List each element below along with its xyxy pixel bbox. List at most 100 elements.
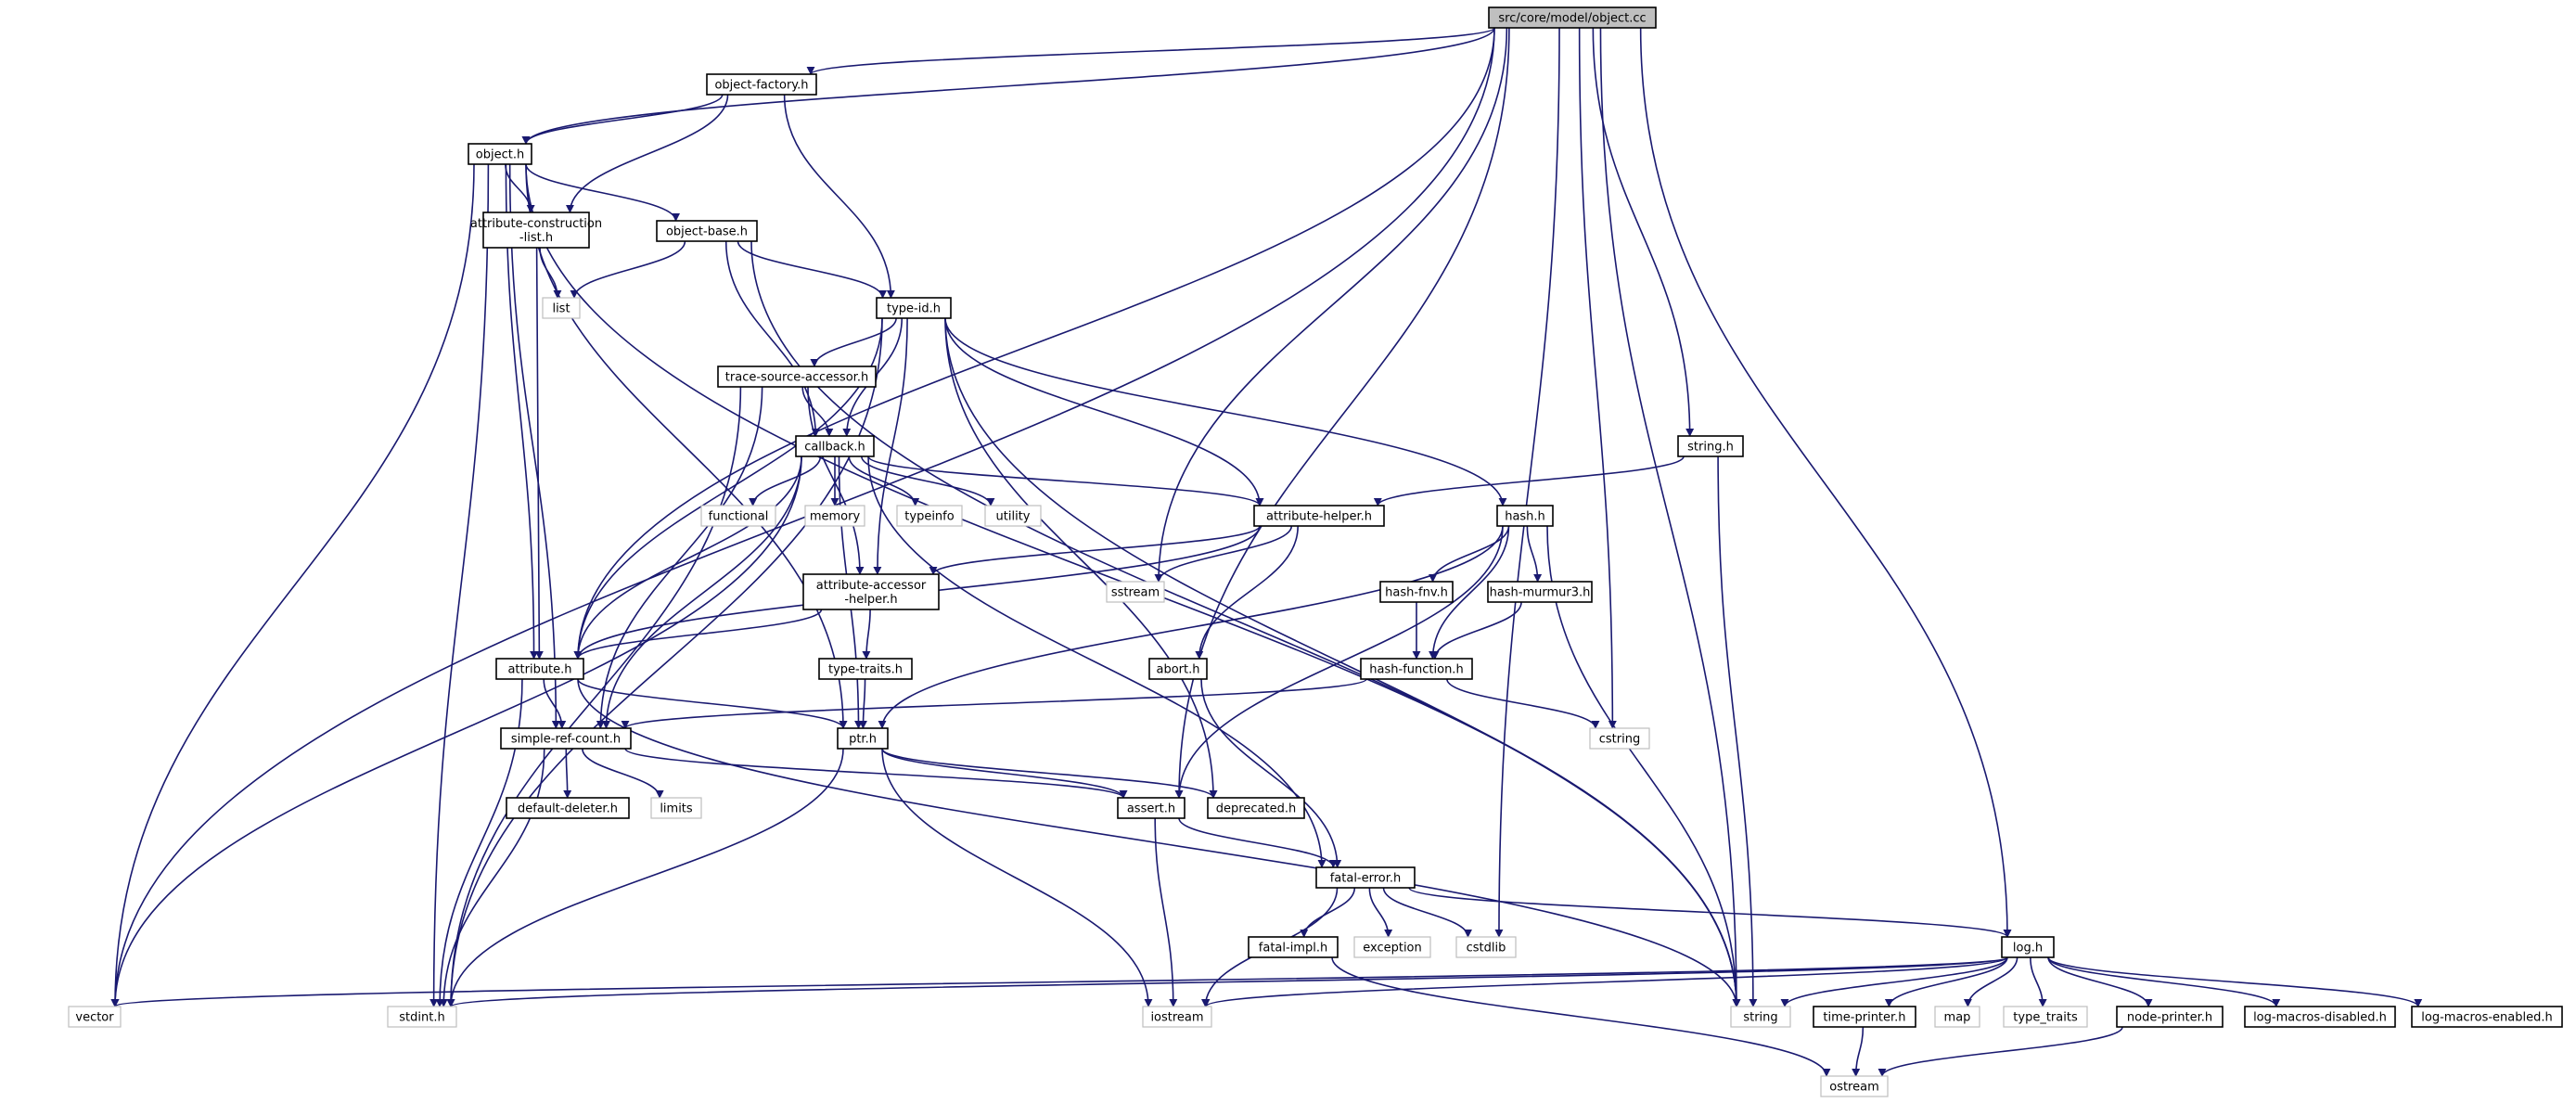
node-utility: utility bbox=[984, 505, 1042, 527]
node-label: time-printer.h bbox=[1823, 1011, 1905, 1025]
node-root[interactable]: src/core/model/object.cc bbox=[1488, 6, 1657, 29]
node-box bbox=[500, 727, 632, 750]
node-attrh[interactable]: attribute.h bbox=[495, 658, 584, 680]
edge-logh-to-string bbox=[1780, 956, 2008, 1007]
edge-stringh-to-string bbox=[1717, 455, 1758, 1007]
node-deprecated[interactable]: deprecated.h bbox=[1207, 797, 1305, 819]
edge-hash-to-ptr bbox=[878, 525, 1504, 729]
node-label: hash-murmur3.h bbox=[1490, 586, 1591, 600]
edge-typeid-to-deprecated bbox=[944, 317, 1218, 799]
edge-tsa-to-callback bbox=[801, 386, 834, 437]
edge-root-to-stringh bbox=[1592, 27, 1695, 437]
node-box bbox=[650, 797, 702, 819]
node-typeinfo: typeinfo bbox=[896, 505, 963, 527]
edge-logh-to-type_traits bbox=[2030, 956, 2047, 1007]
node-src[interactable]: simple-ref-count.h bbox=[500, 727, 632, 750]
edge-attrh-to-src bbox=[543, 678, 567, 729]
node-objbase[interactable]: object-base.h bbox=[656, 220, 758, 242]
node-objh[interactable]: object.h bbox=[468, 143, 532, 165]
node-functional: functional bbox=[700, 505, 776, 527]
edge-objfac-to-acl bbox=[565, 94, 729, 213]
edge-root-to-cstdlib bbox=[1494, 27, 1560, 938]
node-objfac[interactable]: object-factory.h bbox=[706, 73, 817, 96]
edge-src-to-stdint bbox=[439, 748, 545, 1007]
node-stringh[interactable]: string.h bbox=[1677, 435, 1744, 457]
edge-ptr-to-stdint bbox=[446, 748, 844, 1007]
node-label: -helper.h bbox=[844, 593, 897, 607]
node-map: map bbox=[1934, 1006, 1980, 1028]
node-box bbox=[495, 658, 584, 680]
node-box bbox=[1106, 581, 1165, 603]
node-hashfnv[interactable]: hash-fnv.h bbox=[1379, 581, 1454, 603]
node-timeprinter[interactable]: time-printer.h bbox=[1813, 1006, 1916, 1028]
node-tsa[interactable]: trace-source-accessor.h bbox=[717, 366, 877, 388]
node-hashmur[interactable]: hash-murmur3.h bbox=[1487, 581, 1593, 603]
edge-abort-to-fatalerr bbox=[1200, 678, 1342, 868]
node-box bbox=[706, 73, 817, 96]
node-hash[interactable]: hash.h bbox=[1496, 505, 1554, 527]
edge-attrhelper-to-abort bbox=[1195, 525, 1299, 660]
node-label: hash.h bbox=[1505, 510, 1545, 524]
node-attrhelper[interactable]: attribute-helper.h bbox=[1253, 505, 1385, 527]
node-acl[interactable]: attribute-construction-list.h bbox=[470, 212, 602, 249]
node-label: cstdlib bbox=[1467, 942, 1506, 956]
node-typetraits[interactable]: type-traits.h bbox=[818, 658, 913, 680]
node-stdint: stdint.h bbox=[387, 1006, 457, 1028]
node-label: map bbox=[1944, 1011, 1971, 1025]
node-box bbox=[2411, 1006, 2563, 1028]
node-label: type-traits.h bbox=[828, 663, 903, 677]
node-box bbox=[2116, 1006, 2224, 1028]
edge-callback-to-fatalerr bbox=[867, 455, 1326, 868]
edge-assert-to-iostream bbox=[1154, 817, 1178, 1007]
node-box bbox=[700, 505, 776, 527]
node-label: ostream bbox=[1829, 1081, 1879, 1095]
node-abort[interactable]: abort.h bbox=[1148, 658, 1208, 680]
edge-objbase-to-string bbox=[750, 240, 1741, 1007]
edge-tsa-to-aah bbox=[807, 386, 865, 575]
node-fatalimpl[interactable]: fatal-impl.h bbox=[1248, 936, 1339, 958]
node-label: log-macros-disabled.h bbox=[2253, 1011, 2387, 1025]
edge-objh-to-objbase bbox=[525, 163, 681, 222]
node-typeid[interactable]: type-id.h bbox=[876, 297, 952, 319]
edge-callback-to-typeinfo bbox=[848, 455, 920, 507]
node-label: vector bbox=[75, 1011, 114, 1025]
node-aah[interactable]: attribute-accessor-helper.h bbox=[802, 573, 940, 610]
node-label: deprecated.h bbox=[1216, 802, 1296, 816]
node-label: cstring bbox=[1599, 733, 1640, 747]
node-label: ptr.h bbox=[849, 733, 877, 747]
node-list: list bbox=[542, 297, 581, 319]
node-box bbox=[468, 143, 532, 165]
node-label: fatal-impl.h bbox=[1259, 942, 1327, 956]
node-box bbox=[1315, 866, 1416, 889]
node-nodeprinter[interactable]: node-printer.h bbox=[2116, 1006, 2224, 1028]
edge-timeprinter-to-ostream bbox=[1852, 1026, 1865, 1077]
node-box bbox=[1934, 1006, 1980, 1028]
node-box bbox=[896, 505, 963, 527]
edge-root-to-logh bbox=[1639, 27, 2012, 938]
node-logh[interactable]: log.h bbox=[2001, 936, 2055, 958]
node-hashfun[interactable]: hash-function.h bbox=[1360, 658, 1473, 680]
node-label: iostream bbox=[1150, 1011, 1203, 1025]
node-box bbox=[68, 1006, 122, 1028]
node-label: default-deleter.h bbox=[518, 802, 618, 816]
node-box bbox=[2003, 1006, 2088, 1028]
node-label: typeinfo bbox=[904, 510, 954, 524]
node-assert[interactable]: assert.h bbox=[1117, 797, 1185, 819]
edge-root-to-attrh bbox=[573, 27, 1495, 660]
node-lme[interactable]: log-macros-enabled.h bbox=[2411, 1006, 2563, 1028]
node-box bbox=[1589, 727, 1650, 750]
edge-callback-to-utility bbox=[861, 455, 995, 507]
edge-objfac-to-typeid bbox=[783, 94, 895, 299]
node-label: utility bbox=[996, 510, 1031, 524]
node-callback[interactable]: callback.h bbox=[795, 435, 875, 457]
node-label: callback.h bbox=[804, 441, 865, 455]
node-dd[interactable]: default-deleter.h bbox=[506, 797, 630, 819]
node-box bbox=[1353, 936, 1431, 958]
edge-hash-to-hashmur bbox=[1526, 525, 1543, 583]
node-box bbox=[818, 658, 913, 680]
node-fatalerr[interactable]: fatal-error.h bbox=[1315, 866, 1416, 889]
node-ptr[interactable]: ptr.h bbox=[837, 727, 889, 750]
node-lmd[interactable]: log-macros-disabled.h bbox=[2244, 1006, 2396, 1028]
edge-aah-to-attrh bbox=[573, 609, 823, 660]
node-label: hash-function.h bbox=[1369, 663, 1463, 677]
